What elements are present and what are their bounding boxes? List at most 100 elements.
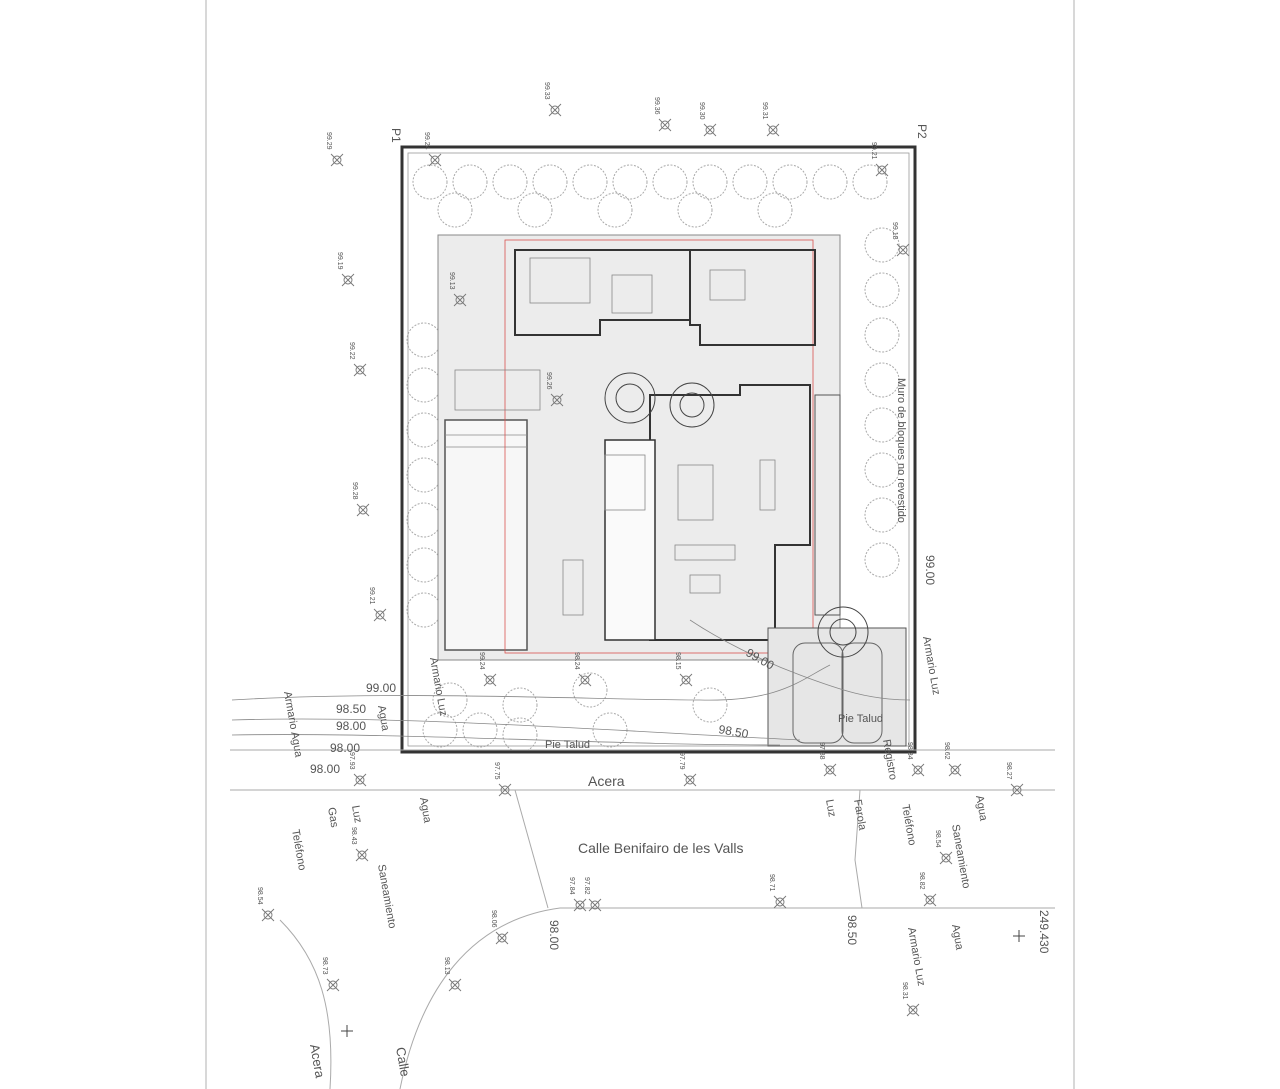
tree-symbol <box>502 717 538 753</box>
survey-point-icon <box>355 775 365 785</box>
tree-symbol <box>597 192 633 228</box>
tree-symbol <box>812 164 848 200</box>
survey-point-icon <box>263 910 273 920</box>
spot-elevation: 98.13 <box>443 957 462 992</box>
survey-point-icon <box>552 395 562 405</box>
car-spot <box>792 642 844 744</box>
spot-elevation-value: 99.18 <box>891 222 898 240</box>
spot-elevation-value: 98.62 <box>943 742 950 760</box>
spot-elevation: 98.73 <box>321 957 340 992</box>
spot-elevation: 99.24 <box>423 132 442 167</box>
tree-symbol <box>864 542 900 578</box>
pie-talud-label: Pie Talud <box>838 713 883 725</box>
survey-cross-icon <box>896 243 910 257</box>
survey-point-icon <box>455 295 465 305</box>
survey-cross-icon <box>939 851 953 865</box>
survey-cross-icon <box>353 773 367 787</box>
contour-lines <box>231 619 911 746</box>
desk <box>709 269 746 301</box>
survey-point-icon <box>941 853 951 863</box>
spot-elevation-value: 99.26 <box>545 372 552 390</box>
spot-elevation: 97.93 <box>348 752 367 787</box>
bed <box>529 257 591 304</box>
tree-symbol <box>517 192 553 228</box>
tree-symbol <box>437 192 473 228</box>
spot-elevation-value: 97.82 <box>583 877 590 895</box>
survey-cross-icon <box>495 931 509 945</box>
pie-talud-label: Pie Talud <box>545 739 590 751</box>
spot-elevation-value: 99.21 <box>368 587 375 605</box>
tree-symbol <box>452 164 488 200</box>
sidewalk-label-bottom: Acera <box>307 1043 328 1080</box>
street-name: Calle Benifairo de les Valls <box>578 840 744 856</box>
driveway <box>767 627 907 747</box>
survey-cross-icon <box>923 893 937 907</box>
contour-label: 98.50 <box>717 722 749 741</box>
survey-cross-icon <box>679 673 693 687</box>
contour-label: 98.00 <box>310 762 340 776</box>
survey-cross-icon <box>578 673 592 687</box>
utility-label: Armario Luz <box>905 926 927 986</box>
spot-elevation: 99.24 <box>478 652 497 687</box>
utility-label: Saneamiento <box>375 863 398 929</box>
spot-elevation-value: 98.15 <box>674 652 681 670</box>
corner-label-p1: P1 <box>389 128 403 143</box>
survey-point-icon <box>497 933 507 943</box>
spot-elevation-value: 99.22 <box>348 342 355 360</box>
tree-symbol <box>492 164 528 200</box>
utility-label: Teléfono <box>899 803 918 846</box>
spot-elevation: 98.24 <box>573 652 592 687</box>
utility-label: Saneamiento <box>949 823 972 889</box>
survey-cross-icon <box>330 153 344 167</box>
utility-label: Agua <box>973 794 989 822</box>
sofa <box>674 544 736 561</box>
tree-symbol <box>412 164 448 200</box>
survey-cross-icon <box>483 673 497 687</box>
survey-point-icon <box>590 900 600 910</box>
survey-cross-icon <box>428 153 442 167</box>
spot-elevation: 98.43 <box>350 827 369 862</box>
tree-symbol <box>612 164 648 200</box>
spot-elevation-value: 98.13 <box>443 957 450 975</box>
survey-cross-icon <box>548 103 562 117</box>
survey-cross-icon <box>773 895 787 909</box>
survey-point-icon <box>1012 785 1022 795</box>
spot-elevation: 98.34 <box>906 742 925 777</box>
bathroom <box>611 274 653 314</box>
survey-point-icon <box>681 675 691 685</box>
contour-label: 99.00 <box>923 555 937 585</box>
spot-elevation: 98.15 <box>674 652 693 687</box>
survey-cross-icon <box>823 763 837 777</box>
spot-elevation: 98.62 <box>943 742 962 777</box>
tree-symbol <box>677 192 713 228</box>
survey-point-icon <box>358 505 368 515</box>
spot-elevation-value: 98.71 <box>768 874 775 892</box>
plot-boundary <box>400 145 917 754</box>
tree-symbol <box>406 502 442 538</box>
survey-cross-icon <box>766 123 780 137</box>
tree-symbol <box>864 227 900 263</box>
survey-point-icon <box>660 120 670 130</box>
tree-symbol <box>864 497 900 533</box>
spot-elevation: 99.28 <box>351 482 370 517</box>
survey-point-icon <box>430 155 440 165</box>
plot-boundary-inner <box>407 152 910 747</box>
survey-cross-icon <box>356 503 370 517</box>
spot-elevation-value: 98.82 <box>918 872 925 890</box>
survey-point-icon <box>575 900 585 910</box>
spot-elevation-value: 98.27 <box>1005 762 1012 780</box>
utility-label: Armario Luz <box>920 635 942 695</box>
sidewalk-label: Acera <box>588 773 625 789</box>
survey-point-icon <box>375 610 385 620</box>
spot-elevation: 99.21 <box>368 587 387 622</box>
survey-cross-icon <box>906 1003 920 1017</box>
utility-label: Luz <box>823 798 838 818</box>
spot-elevation: 97.84 <box>568 877 587 912</box>
contour-label: 98.00 <box>336 719 366 733</box>
survey-point-icon <box>950 765 960 775</box>
tree-symbol <box>692 687 728 723</box>
spot-elevation: 99.21 <box>870 142 889 177</box>
survey-cross-icon <box>588 898 602 912</box>
spot-elevation-value: 98.54 <box>934 830 941 848</box>
